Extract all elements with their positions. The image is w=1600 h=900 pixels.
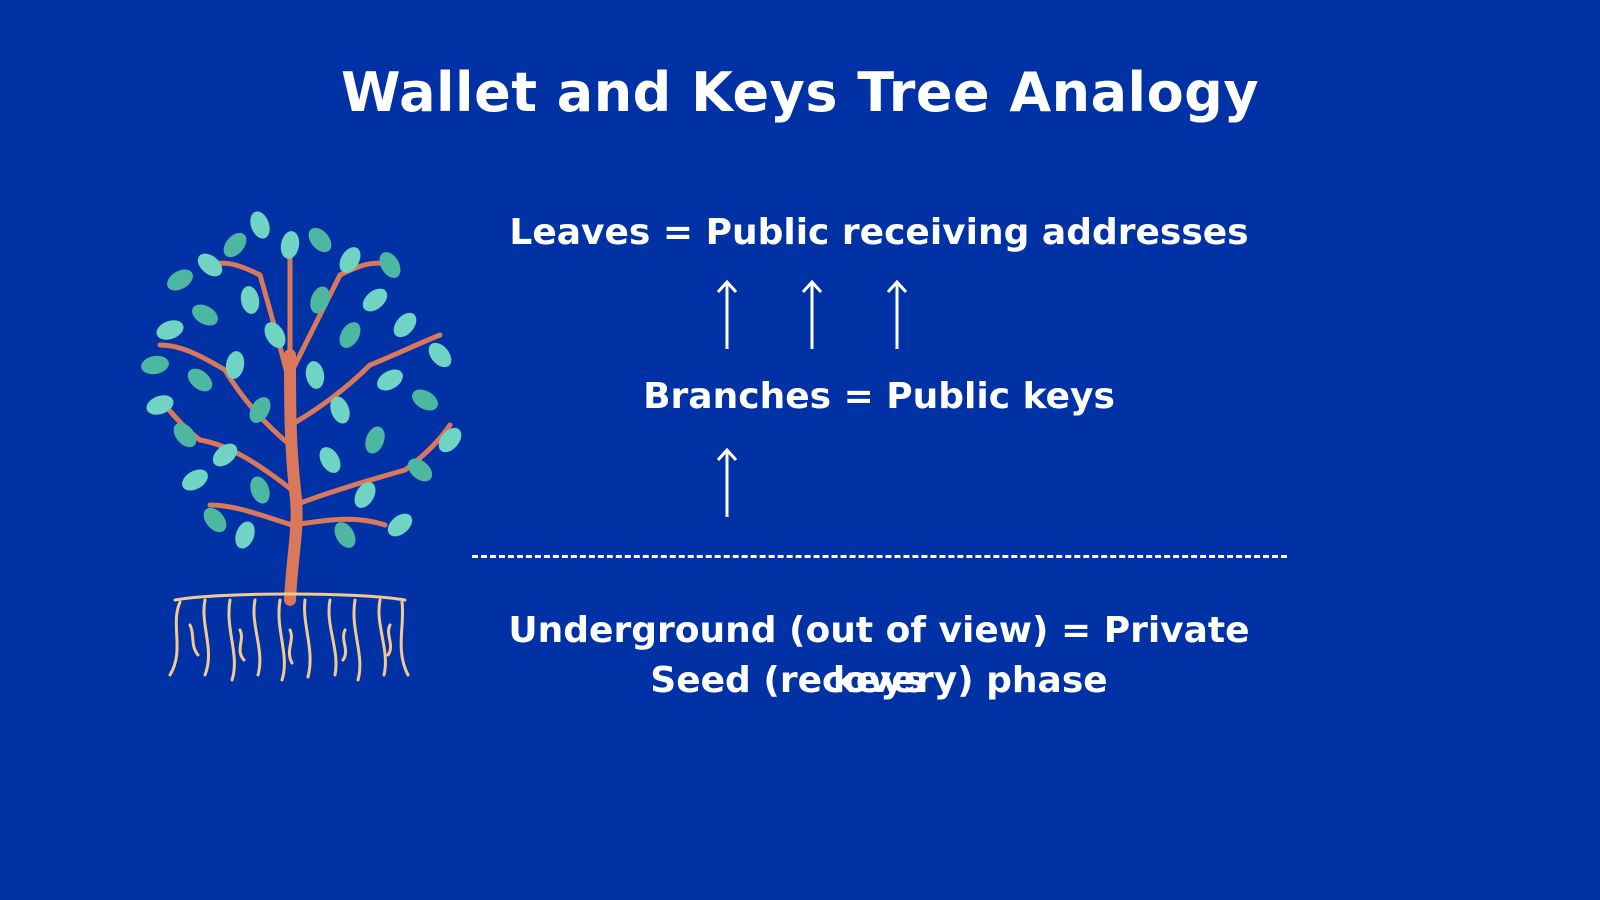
arrow-up-icon	[801, 279, 823, 349]
tree-with-roots-icon	[141, 211, 462, 682]
slide-title: Wallet and Keys Tree Analogy	[340, 61, 1260, 124]
underground-label: Underground (out of view) = Private keys	[508, 610, 1250, 701]
arrow-up-icon	[716, 447, 738, 517]
leaves-label: Leaves = Public receiving addresses	[509, 212, 1249, 253]
ground-divider	[472, 555, 1287, 558]
arrow-up-icon	[716, 279, 738, 349]
arrow-up-icon	[886, 279, 908, 349]
branches-label: Branches = Public keys	[643, 376, 1115, 417]
seed-label: Seed (recovery) phase	[650, 660, 1108, 701]
